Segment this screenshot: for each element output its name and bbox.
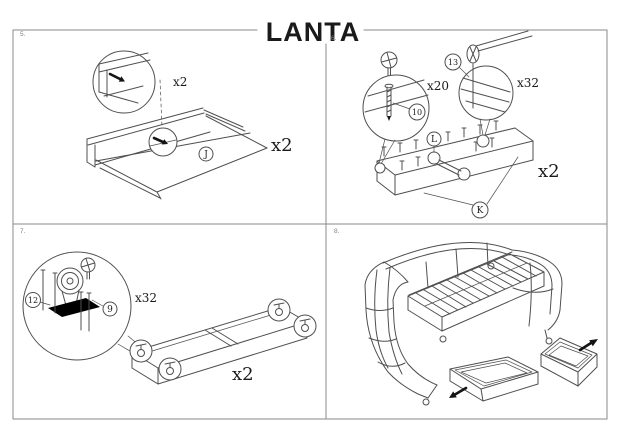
caster-position-circle: [267, 298, 291, 322]
cam-bolt-icon: [466, 30, 533, 64]
part-label-13: 13: [444, 53, 470, 78]
magnifier-caster-circle: 12 9: [22, 251, 132, 361]
svg-text:J: J: [203, 150, 208, 160]
svg-text:9: 9: [107, 305, 113, 315]
slide-out-arrow-ne: [578, 339, 598, 352]
step-number: 6.: [331, 35, 337, 42]
magnifier-screw-circle: 10: [362, 74, 430, 142]
part-label-10: 10: [408, 103, 426, 121]
page-title: LANTA: [266, 17, 360, 47]
drawer-right: [540, 337, 598, 387]
svg-text:12: 12: [28, 296, 38, 305]
mounting-screws: [40, 269, 92, 332]
frame-crossbar: [204, 329, 232, 347]
magnifier-cam-circle: [458, 63, 514, 121]
svg-text:L: L: [431, 135, 437, 145]
cam-quantity: x32: [517, 76, 539, 90]
assembly-quantity: x2: [232, 364, 254, 385]
screw-icon: [384, 83, 394, 121]
panel-step5: 5. x2: [20, 31, 293, 200]
side-rail-assembly: L K: [374, 120, 534, 219]
magnifier-detail-circle: [92, 50, 156, 114]
left-foot-caster: [422, 398, 430, 406]
crossbar-part: [427, 151, 471, 181]
caster-position-circle: [129, 339, 153, 363]
part-label-J: J: [198, 146, 214, 162]
part-label-K: K: [423, 156, 519, 219]
svg-text:13: 13: [448, 58, 458, 67]
cam-position-pad: [476, 134, 490, 148]
svg-text:10: 10: [412, 108, 422, 117]
svg-text:K: K: [477, 206, 484, 216]
panel-step6: 6.: [331, 30, 560, 219]
corner-joint-detail: [98, 52, 151, 104]
phillips-screwdriver-icon: [380, 51, 398, 77]
page-border: [12, 29, 608, 420]
hardware-quantity: x32: [135, 291, 157, 305]
underbed-drawers: [449, 337, 598, 402]
step-number: 8.: [334, 228, 340, 235]
magnifier-pointer: [378, 138, 386, 164]
mounted-screws: [381, 120, 499, 171]
caster-position-circle: [158, 357, 182, 381]
peg-arrow-icon: [152, 136, 168, 145]
part-label-12: 12: [25, 292, 51, 308]
panel-step7: 7.: [20, 228, 317, 385]
zoom-leader-line: [159, 79, 163, 128]
screw-quantity: x20: [427, 79, 449, 93]
caster-wheel-icon: [48, 267, 100, 317]
corner-pad: [374, 162, 386, 174]
step-number: 5.: [20, 31, 26, 38]
right-foot-caster: [545, 337, 553, 345]
slat-platform: [407, 253, 545, 318]
part-label-9: 9: [91, 299, 118, 317]
panel-step8: 8.: [334, 228, 598, 406]
base-frame-assembly: [129, 298, 317, 385]
front-foot-caster: [439, 335, 447, 343]
caster-position-circle: [293, 314, 317, 338]
slide-out-arrow-sw: [449, 386, 468, 398]
drawer-assembly: J: [86, 107, 268, 200]
detail-quantity: x2: [173, 75, 187, 89]
phillips-screwdriver-icon: [80, 257, 96, 280]
magnifier-pointer: [479, 118, 484, 136]
drawer-left: [449, 356, 539, 402]
assembly-quantity: x2: [538, 161, 560, 182]
step-number: 7.: [20, 228, 26, 235]
insert-arrow-icon: [108, 72, 125, 82]
daybed-drawing: [364, 242, 563, 406]
assembly-quantity: x2: [271, 135, 293, 156]
part-label-L: L: [426, 131, 442, 153]
